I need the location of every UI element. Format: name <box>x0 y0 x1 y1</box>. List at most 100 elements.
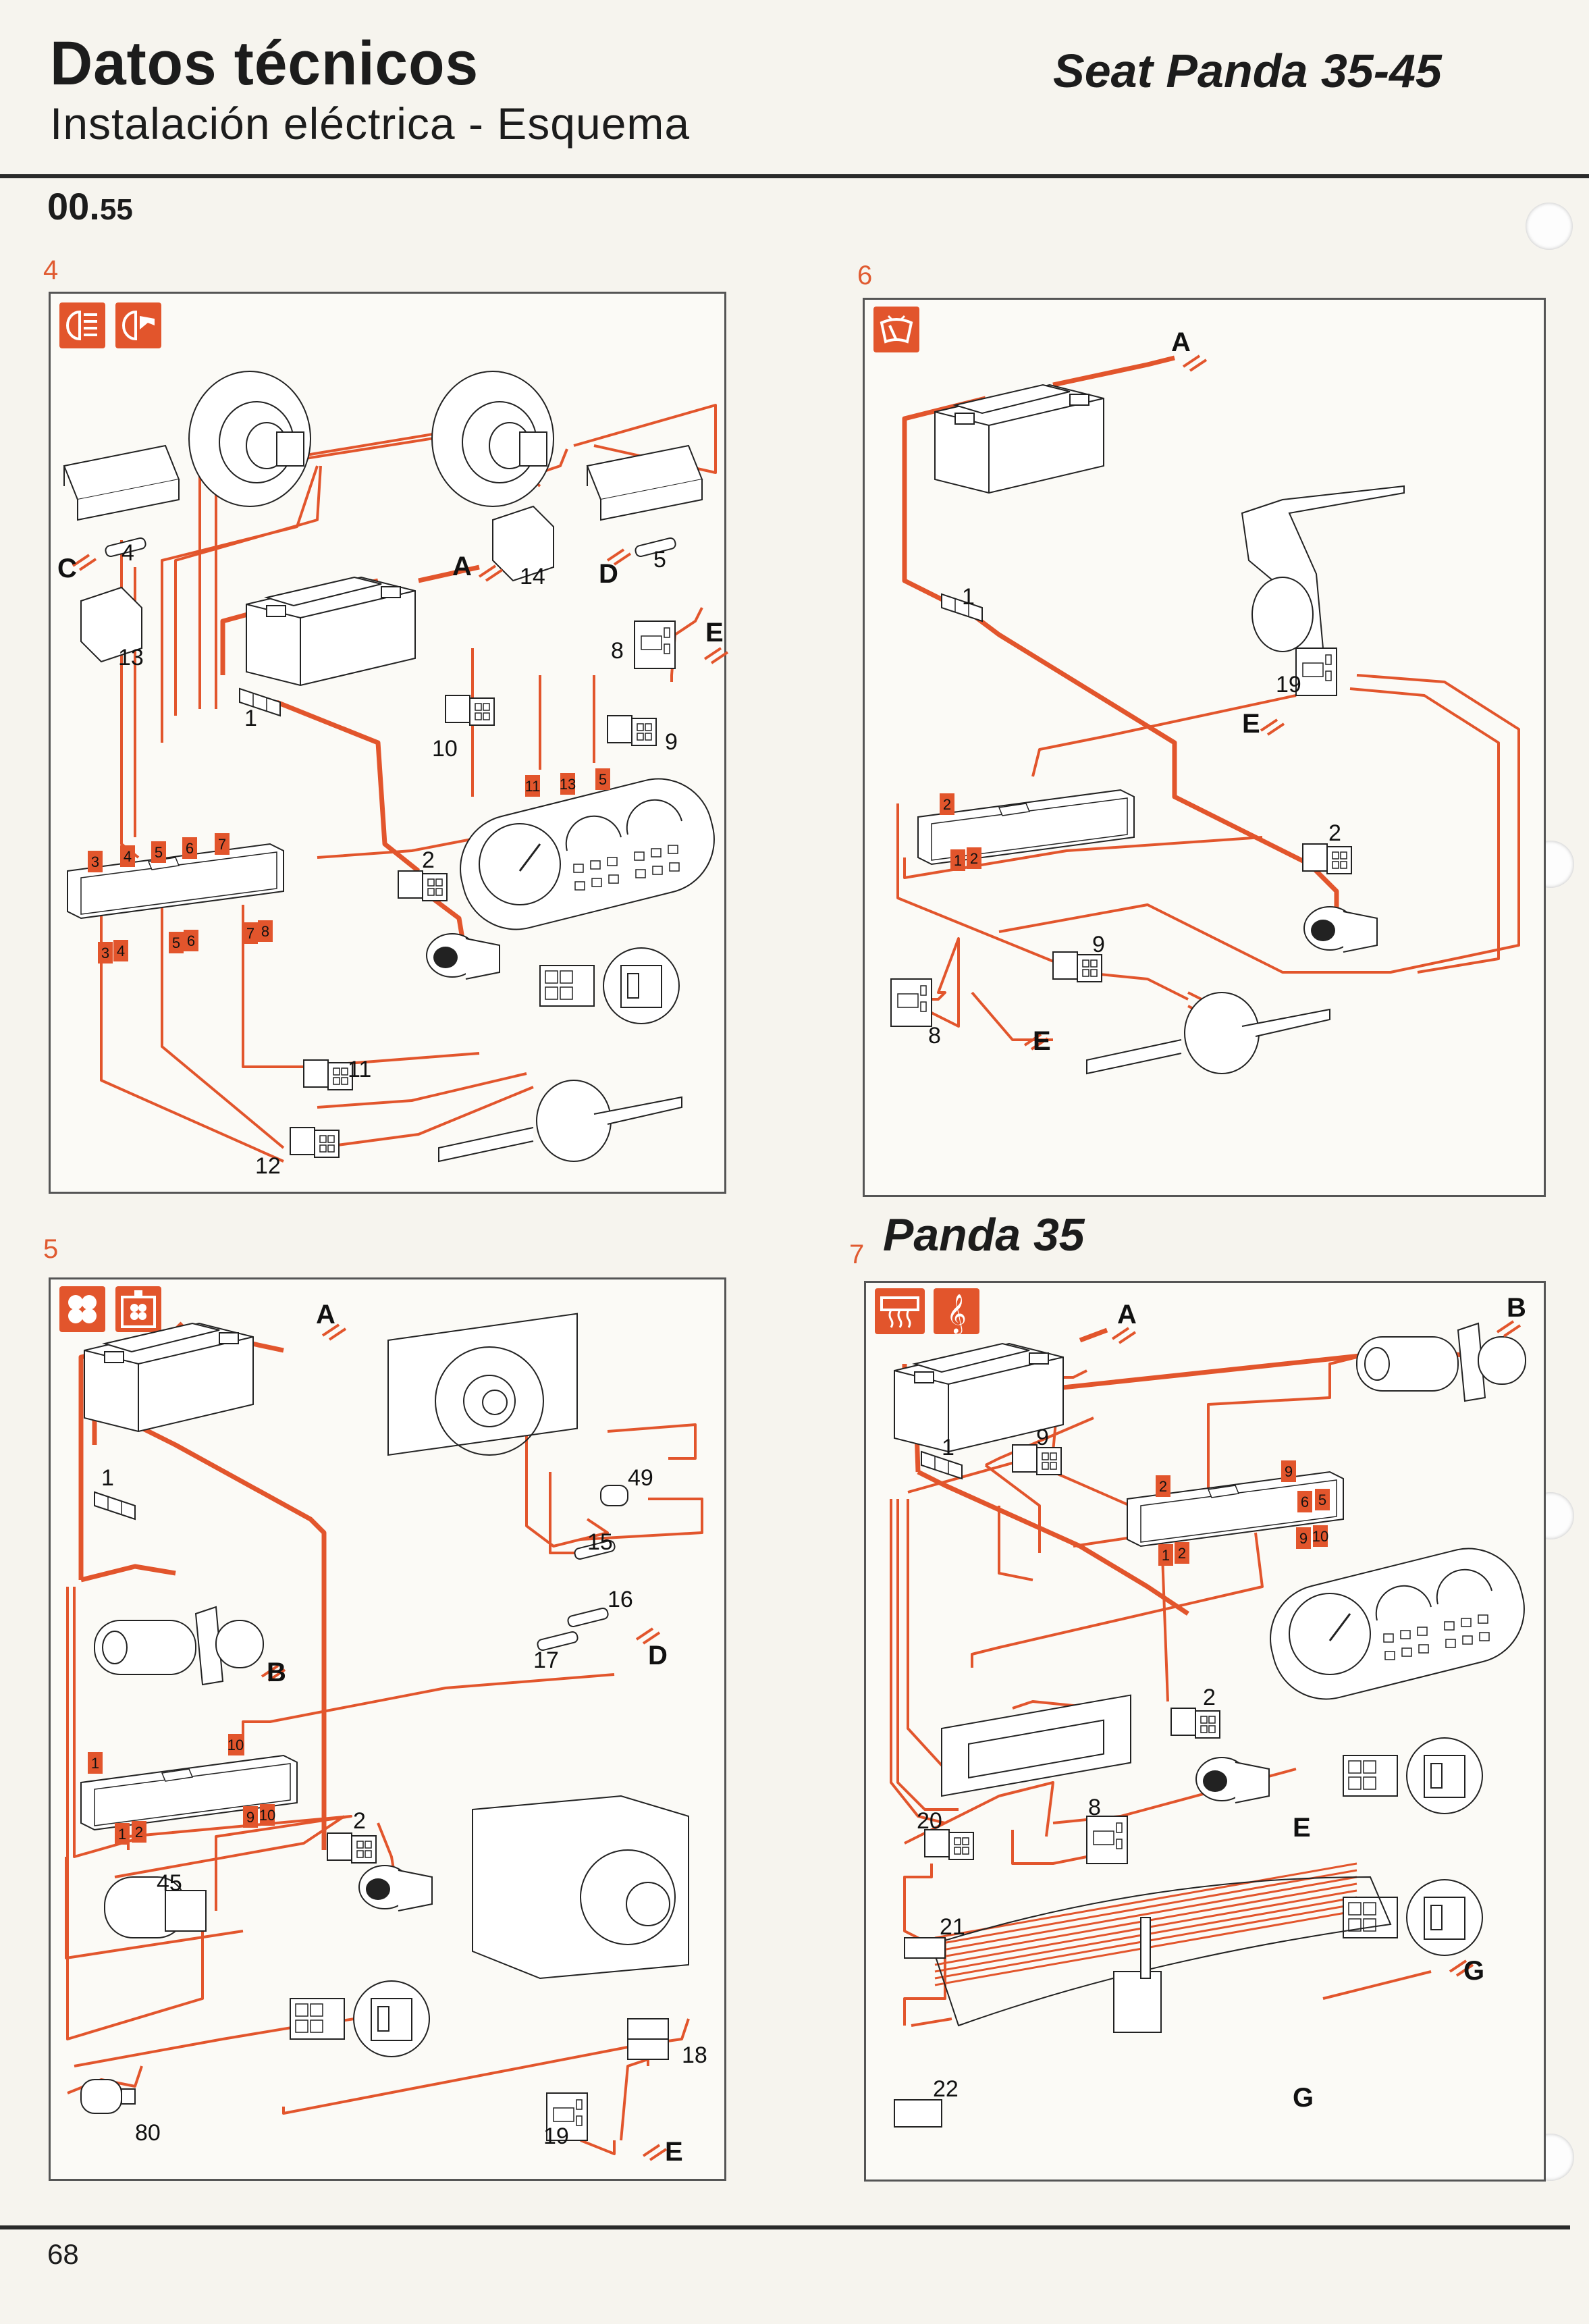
footer-rule <box>0 2225 1570 2229</box>
header-rule <box>0 174 1589 178</box>
component-label: 2 <box>1328 820 1341 846</box>
component-label: 16 <box>608 1587 633 1612</box>
page-number: 68 <box>47 2238 79 2270</box>
pin-tag-label: 2 <box>970 850 978 867</box>
connection-letter: E <box>1293 1813 1311 1843</box>
section-sub: 55 <box>99 193 133 226</box>
vehicle-model: Seat Panda 35-45 <box>1053 45 1442 97</box>
pin-tag <box>1296 1527 1311 1549</box>
component-label: 19 <box>1276 672 1301 697</box>
component-label: 22 <box>933 2076 959 2102</box>
panel-number-7: 7 <box>849 1240 865 1269</box>
pin-tag <box>940 793 954 815</box>
pin-tag-label: 5 <box>1318 1491 1326 1508</box>
pin-tag-label: 2 <box>1159 1478 1167 1495</box>
component-label: 2 <box>1203 1685 1216 1710</box>
section-main: 00. <box>47 185 100 228</box>
panel-4-components <box>63 371 727 1162</box>
pin-tag-label: 2 <box>943 796 951 813</box>
pin-tag <box>258 920 273 942</box>
component-label: 13 <box>118 645 144 670</box>
pin-tag-label: 5 <box>599 771 607 788</box>
connection-letter: B <box>267 1658 286 1687</box>
pin-tag <box>967 847 981 869</box>
panel-number-4: 4 <box>43 255 59 285</box>
component-label: 49 <box>628 1465 653 1491</box>
panel-7-components <box>894 1323 1537 2128</box>
component-label: 2 <box>353 1808 366 1834</box>
connection-letter: D <box>648 1641 668 1670</box>
radiator-fan-icon <box>115 1286 161 1332</box>
svg-text:𝄞: 𝄞 <box>946 1294 967 1334</box>
component-label: 45 <box>157 1870 182 1896</box>
component-label: 2 <box>422 847 435 873</box>
connection-letter: A <box>1117 1300 1137 1329</box>
pin-tag-label: 5 <box>155 844 163 861</box>
pin-tag <box>243 1806 258 1828</box>
low-beam-headlight-icon <box>59 302 105 348</box>
panel-number-5: 5 <box>43 1234 59 1264</box>
pin-tag <box>215 833 230 855</box>
component-label: 12 <box>255 1153 281 1179</box>
connection-letter: C <box>57 554 77 583</box>
page-title: Datos técnicos <box>50 29 479 98</box>
windscreen-wiper-icon <box>873 307 919 352</box>
panel-6-labels: 1 19 2 9 8 A E E <box>928 327 1341 1056</box>
pin-tag <box>595 768 610 790</box>
pin-tag <box>132 1821 146 1843</box>
pin-tag-label: 3 <box>101 945 109 961</box>
pin-tag <box>113 940 128 961</box>
panel-4-wires <box>100 404 717 1163</box>
pin-tag-label: 6 <box>1301 1494 1309 1510</box>
pin-tag <box>260 1804 275 1826</box>
pin-tag-label: 9 <box>246 1809 254 1826</box>
connection-letter: B <box>1507 1293 1526 1323</box>
pin-tag <box>1313 1525 1328 1547</box>
component-label: 20 <box>917 1808 942 1834</box>
binder-hole <box>1526 203 1573 250</box>
component-label: 8 <box>611 638 624 664</box>
component-label: 1 <box>962 584 975 610</box>
panel-5-components <box>80 1313 689 2141</box>
pin-tag-label: 6 <box>187 932 195 949</box>
page-subtitle: Instalación eléctrica - Esquema <box>50 99 691 149</box>
component-label: 1 <box>101 1465 114 1491</box>
component-label: 1 <box>942 1435 954 1460</box>
panel-5-labels: 1 49 15 16 17 2 45 80 18 19 A B D E <box>101 1300 707 2167</box>
pin-tag <box>525 775 540 797</box>
component-label: 9 <box>665 729 678 755</box>
component-label: 10 <box>432 736 458 762</box>
pin-tag <box>243 922 258 944</box>
connection-letter: A <box>316 1300 335 1329</box>
connection-letter: G <box>1463 1956 1484 1986</box>
pin-tag <box>151 841 166 863</box>
pin-tag-label: 7 <box>246 925 254 942</box>
pin-tag <box>169 932 184 953</box>
component-label: 11 <box>348 1057 371 1082</box>
component-label: 14 <box>520 564 545 589</box>
connection-letter: E <box>665 2137 683 2167</box>
pin-tag-label: 11 <box>525 778 541 795</box>
pin-tag <box>560 773 575 795</box>
pin-tag-label: 1 <box>118 1826 126 1843</box>
pin-tag-label: 5 <box>172 934 180 951</box>
pin-tag <box>1175 1542 1189 1564</box>
pin-tag-label: 1 <box>954 852 962 869</box>
pin-tag-label: 10 <box>1312 1528 1328 1545</box>
component-label: 8 <box>1088 1795 1101 1820</box>
component-label: 19 <box>543 2123 569 2149</box>
pin-tag <box>88 1752 103 1774</box>
panel-6-main-feed <box>902 355 1339 939</box>
panel-7-title: Panda 35 <box>883 1209 1085 1261</box>
component-label: 18 <box>682 2042 707 2068</box>
connection-letter: E <box>1033 1026 1051 1056</box>
connection-letter: E <box>1242 709 1260 739</box>
component-label: 4 <box>122 540 134 566</box>
pin-tag-label: 4 <box>117 943 125 959</box>
connection-letter: A <box>1171 327 1191 357</box>
pin-tag <box>98 942 113 963</box>
component-label: 8 <box>928 1023 941 1049</box>
pin-tag <box>184 930 198 951</box>
connection-letter: D <box>599 559 618 589</box>
